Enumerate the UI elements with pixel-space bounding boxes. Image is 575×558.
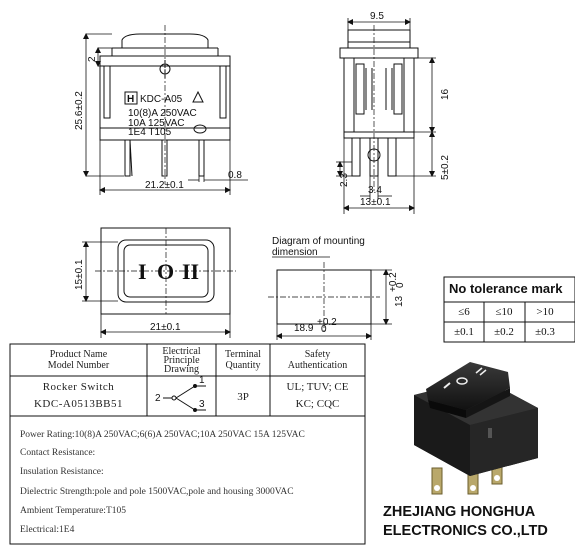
top-width-dim: 21±0.1 [150,322,181,333]
mounting-height-tol: +0.2 [388,272,399,292]
label-line1: 10(8)A 250VAC [128,108,197,119]
label-line2: 10A 125VAC [128,118,185,129]
label-model: KDC-A05 [140,94,183,105]
header-principle: Principle [163,355,200,366]
tolerance-range-2: ≤10 [495,306,513,318]
header-authentication: Authentication [287,360,348,371]
spec-insulation-resistance: Insulation Resistance: [20,467,104,477]
mounting-title-2: dimension [272,247,318,258]
tolerance-title: No tolerance mark [449,281,563,296]
label-line3: 1E4 T105 [128,127,172,138]
side-width-dim: 13±0.1 [360,197,391,208]
side-top-dim: 9.5 [370,11,384,22]
brand-mark: H [127,94,134,105]
top-view [95,227,236,315]
mounting-view [268,262,392,340]
header-quantity: Quantity [225,360,261,371]
safety-line-2: KC; CQC [295,398,340,410]
header-product-name: Product Name [49,349,108,360]
tolerance-range-3: >10 [536,306,554,318]
tolerance-value-1: ±0.1 [454,326,474,338]
spec-electrical: Electrical:1E4 [20,525,75,535]
top-view-symbols: I O II [138,259,199,284]
spec-ambient-temperature: Ambient Temperature:T105 [20,506,127,516]
tolerance-table [443,276,575,343]
side-view [339,25,419,192]
symbol-off: O [157,259,174,284]
mounting-height-tol2: 0 [395,282,406,288]
electrical-principle-drawing [163,384,206,412]
front-height-dim: 25.6±0.2 [74,91,85,130]
product-photo [414,362,538,495]
front-small-dim: 2 [87,56,98,62]
side-pin-dim-b: 3.4 [368,185,382,196]
front-width-dim: 21.2±0.1 [145,180,184,191]
pin-label-2: 2 [155,393,161,404]
header-model-number: Model Number [47,360,110,371]
spec-power-rating: Power Rating:10(8)A 250VAC;6(6)A 250VAC;… [20,430,305,440]
top-dimensions [82,241,231,338]
company-name-line-2: ELECTRONICS CO.,LTD [383,523,548,539]
symbol-on-2: II [182,259,199,284]
pin-label-1: 1 [199,375,205,386]
spec-dielectric-strength: Dielectric Strength:pole and pole 1500VA… [20,487,294,497]
mounting-width-tol: +0.2 [317,317,337,328]
symbol-on-1: I [138,259,147,284]
front-label: H KDC-A05 10(8)A 250VAC 10A 125VAC 1E4 T… [124,90,207,138]
side-pin-dim-a: 2.3 [339,173,350,187]
tolerance-value-3: ±0.3 [535,326,555,338]
mounting-height-dim: 13 [394,295,405,307]
header-safety: Safety [304,349,331,360]
pin-label-3: 3 [199,399,205,410]
mounting-width-tol2: 0 [321,324,327,335]
company-name-line-1: ZHEJIANG HONGHUA [383,504,536,520]
side-height-dim: 16 [440,88,451,100]
side-dimensions [336,18,436,214]
product-name: Rocker Switch [42,381,115,393]
spec-contact-resistance: Contact Resistance: [20,448,96,458]
header-terminal: Terminal [225,349,261,360]
front-view [99,25,231,184]
tolerance-range-1: ≤6 [458,306,470,318]
tolerance-value-2: ±0.2 [494,326,514,338]
front-dimensions [83,33,248,195]
cqc-icon [193,124,207,134]
safety-line-1: UL; TUV; CE [286,381,349,393]
side-pin-len-dim: 5±0.2 [440,155,451,180]
model-number: KDC-A0513BB51 [33,398,123,410]
mounting-width-dim: 18.9 [294,323,314,334]
top-height-dim: 15±0.1 [74,259,85,290]
terminal-quantity: 3P [237,391,249,403]
warning-triangle-icon [192,90,204,103]
header-drawing: Drawing [164,364,199,375]
mounting-title-1: Diagram of mounting [272,236,365,247]
header-electrical: Electrical [162,346,201,357]
spec-table [9,343,366,545]
front-pin-dim: 0.8 [228,170,242,181]
